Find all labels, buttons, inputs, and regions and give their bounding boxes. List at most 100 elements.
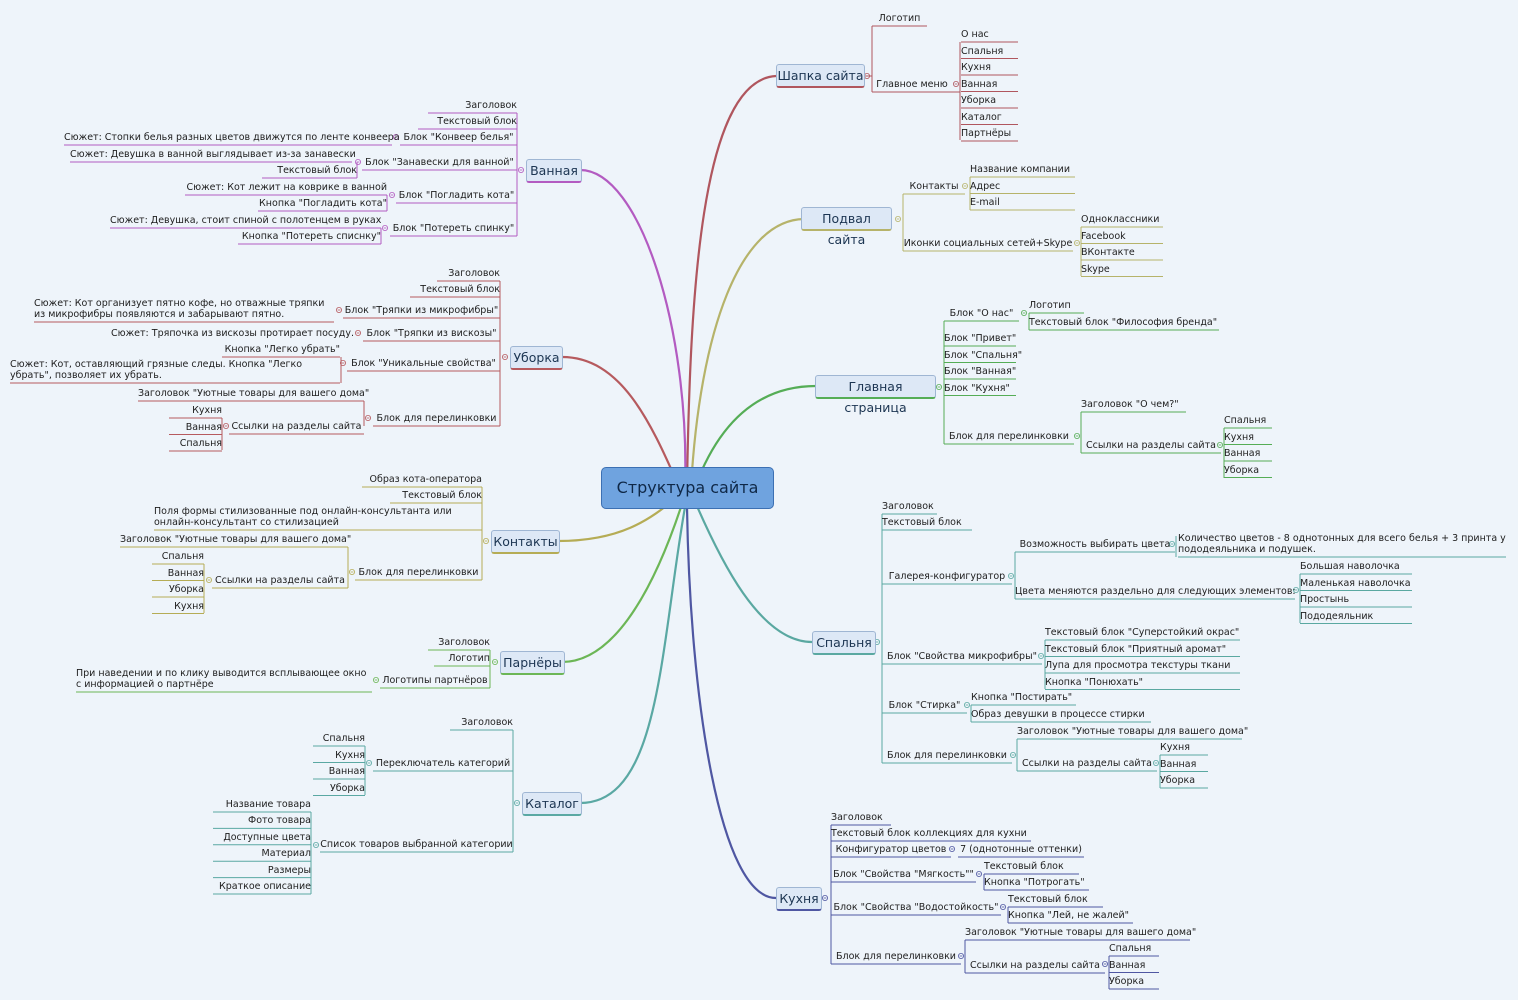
node-footer-contacts-items-1[interactable]: Адрес: [970, 180, 1001, 192]
node-bedroom-micro-items-3[interactable]: Кнопка "Понюхать": [1045, 676, 1144, 688]
collapse-toggle-icon[interactable]: [388, 191, 395, 198]
node-home-about-items-1[interactable]: Текстовый блок "Философия бренда": [1029, 317, 1218, 328]
node-bathroom-back-button[interactable]: Кнопка "Потереть списнку": [241, 231, 381, 242]
node-contacts-sections-0[interactable]: Спальня: [161, 551, 204, 562]
node-bedroom-choose[interactable]: Возможность выбирать цвета: [1019, 539, 1171, 550]
node-bedroom-text[interactable]: Текстовый блок: [882, 517, 962, 528]
node-kitchen-title[interactable]: Заголовок: [831, 812, 883, 823]
node-bedroom-sections-0[interactable]: Кухня: [1160, 742, 1190, 753]
node-catalog-list-items-1[interactable]: Фото товара: [248, 815, 311, 827]
collapse-toggle-icon[interactable]: [348, 569, 355, 576]
node-home-about-items-0[interactable]: Логотип: [1029, 300, 1071, 311]
collapse-toggle-icon[interactable]: [895, 215, 902, 222]
node-header-menu-items-5[interactable]: Каталог: [961, 111, 1002, 123]
node-cleaning-links-title[interactable]: Заголовок "Уютные товары для вашего дома…: [138, 388, 370, 399]
node-contacts-sections-2[interactable]: Уборка: [168, 584, 204, 595]
collapse-toggle-icon[interactable]: [372, 677, 379, 684]
node-bedroom-wash-items-1[interactable]: Образ девушки в процессе стирки: [971, 709, 1145, 720]
node-home-sections-3[interactable]: Уборка: [1224, 464, 1260, 476]
node-footer-social-items-3[interactable]: Skype: [1081, 263, 1110, 275]
topic-footer[interactable]: Подвал сайта: [801, 207, 892, 247]
topic-partners[interactable]: Парнёры: [500, 651, 565, 675]
node-bedroom-choose-detail[interactable]: Количество цветов - 8 однотонных для все…: [1178, 533, 1506, 555]
collapse-toggle-icon[interactable]: [222, 422, 229, 429]
node-catalog-title[interactable]: Заголовок: [461, 717, 513, 728]
node-footer-social[interactable]: Иконки социальных сетей+Skype: [903, 238, 1073, 249]
node-bedroom-separate-items-1[interactable]: Маленькая наволочка: [1300, 577, 1411, 589]
node-catalog-list-items-2[interactable]: Доступные цвета: [223, 831, 311, 843]
node-kitchen-soft-items-1[interactable]: Кнопка "Потрогать": [984, 877, 1085, 888]
node-partners-logo[interactable]: Логотип: [448, 653, 490, 664]
node-bedroom-micro-items-1[interactable]: Текстовый блок "Приятный аромат": [1045, 643, 1227, 655]
topic-header[interactable]: Шапка сайта: [776, 64, 865, 88]
collapse-toggle-icon[interactable]: [936, 383, 943, 390]
node-cleaning-sections-1[interactable]: Ванная: [185, 421, 222, 433]
node-kitchen-water-items-0[interactable]: Текстовый блок: [1008, 894, 1088, 905]
node-contacts-sections-1[interactable]: Ванная: [167, 567, 204, 579]
node-bathroom-cat-button[interactable]: Кнопка "Погладить кота": [259, 198, 387, 209]
node-bedroom-separate-items-3[interactable]: Пододеяльник: [1300, 610, 1374, 622]
collapse-toggle-icon[interactable]: [1000, 904, 1007, 911]
collapse-toggle-icon[interactable]: [822, 895, 829, 902]
node-bathroom-back-plot[interactable]: Сюжет: Девушка, стоит спиной с полотенце…: [110, 215, 382, 226]
node-cleaning-links[interactable]: Блок для перелинковки: [376, 413, 497, 424]
node-bedroom-wash-items-0[interactable]: Кнопка "Постирать": [971, 692, 1073, 703]
topic-cleaning[interactable]: Уборка: [510, 346, 563, 370]
node-home-blocks-3[interactable]: Блок "Кухня": [944, 382, 1010, 394]
collapse-toggle-icon[interactable]: [354, 329, 361, 336]
node-bathroom-cat-plot[interactable]: Сюжет: Кот лежит на коврике в ванной: [186, 182, 387, 193]
node-bedroom-sections-1[interactable]: Ванная: [1160, 758, 1197, 770]
node-bedroom-separate-items-2[interactable]: Простынь: [1300, 594, 1350, 605]
topic-contacts[interactable]: Контакты: [491, 530, 560, 554]
node-header-menu-items-2[interactable]: Кухня: [961, 62, 991, 73]
node-home-links-sections[interactable]: Ссылки на разделы сайта: [1086, 440, 1216, 451]
node-bedroom-gallery[interactable]: Галерея-конфигуратор: [888, 571, 1006, 582]
node-cleaning-unique[interactable]: Блок "Уникальные свойства": [351, 358, 496, 369]
node-footer-social-items-2[interactable]: ВКонтакте: [1081, 247, 1135, 258]
collapse-toggle-icon[interactable]: [518, 166, 525, 173]
node-contacts-sections-3[interactable]: Кухня: [174, 600, 204, 612]
node-header-menu[interactable]: Главное меню: [876, 79, 948, 90]
node-footer-contacts-items-0[interactable]: Название компании: [970, 164, 1070, 175]
node-kitchen-links-title[interactable]: Заголовок "Уютные товары для вашего дома…: [965, 927, 1197, 938]
node-contacts-image[interactable]: Образ кота-оператора: [369, 474, 482, 485]
node-kitchen-sections-1[interactable]: Ванная: [1109, 959, 1146, 971]
node-catalog-list-items-0[interactable]: Название товара: [225, 799, 311, 810]
node-kitchen-water[interactable]: Блок "Свойства "Водостойкость": [833, 902, 999, 913]
node-catalog-list[interactable]: Список товаров выбранной категории: [320, 839, 513, 850]
topic-catalog[interactable]: Каталог: [522, 792, 582, 816]
collapse-toggle-icon[interactable]: [381, 224, 388, 231]
node-partners-logos-note[interactable]: При наведении и по клику выводится всплы…: [76, 668, 367, 690]
node-cleaning-title[interactable]: Заголовок: [448, 268, 500, 279]
node-bedroom-separate-items-0[interactable]: Большая наволочка: [1300, 561, 1400, 572]
node-bedroom-separate[interactable]: Цвета меняются раздельно для следующих э…: [1015, 586, 1296, 597]
node-bathroom-curtain[interactable]: Блок "Занавески для ванной": [365, 157, 514, 168]
node-bathroom-conveyor[interactable]: Блок "Конвеер белья": [403, 132, 514, 143]
node-contacts-links-title[interactable]: Заголовок "Уютные товары для вашего дома…: [120, 534, 352, 545]
node-contacts-links[interactable]: Блок для перелинковки: [358, 567, 479, 578]
node-kitchen-text[interactable]: Текстовый блок коллекциях для кухни: [831, 828, 1027, 839]
node-home-sections-2[interactable]: Ванная: [1224, 448, 1261, 459]
node-home-sections-1[interactable]: Кухня: [1224, 431, 1254, 443]
node-cleaning-unique-button[interactable]: Кнопка "Легко убрать": [224, 344, 340, 355]
collapse-toggle-icon[interactable]: [312, 842, 319, 849]
node-cleaning-links-sections[interactable]: Ссылки на разделы сайта: [231, 421, 362, 432]
root-topic[interactable]: Структура сайта: [601, 467, 774, 509]
node-bathroom-title[interactable]: Заголовок: [465, 100, 517, 111]
collapse-toggle-icon[interactable]: [354, 158, 361, 165]
collapse-toggle-icon[interactable]: [1021, 309, 1028, 316]
node-home-links[interactable]: Блок для перелинковки: [949, 431, 1069, 442]
node-catalog-list-items-3[interactable]: Материал: [261, 848, 312, 860]
topic-kitchen[interactable]: Кухня: [776, 887, 822, 911]
node-bathroom-conveyor-plot[interactable]: Сюжет: Стопки белья разных цветов движут…: [64, 132, 400, 143]
node-contacts-form[interactable]: Поля формы стилизованные под онлайн-конс…: [154, 506, 452, 528]
node-bathroom-cat[interactable]: Блок "Погладить кота": [398, 190, 515, 201]
node-contacts-links-sections[interactable]: Ссылки на разделы сайта: [215, 575, 345, 586]
collapse-toggle-icon[interactable]: [482, 538, 489, 545]
node-kitchen-soft[interactable]: Блок "Свойства "Мягкость"": [833, 869, 974, 880]
node-catalog-switch[interactable]: Переключатель категорий: [375, 758, 511, 769]
collapse-toggle-icon[interactable]: [953, 81, 960, 88]
node-header-menu-items-0[interactable]: О нас: [961, 29, 989, 40]
node-home-about[interactable]: Блок "О нас": [949, 308, 1014, 319]
collapse-toggle-icon[interactable]: [1074, 432, 1081, 439]
